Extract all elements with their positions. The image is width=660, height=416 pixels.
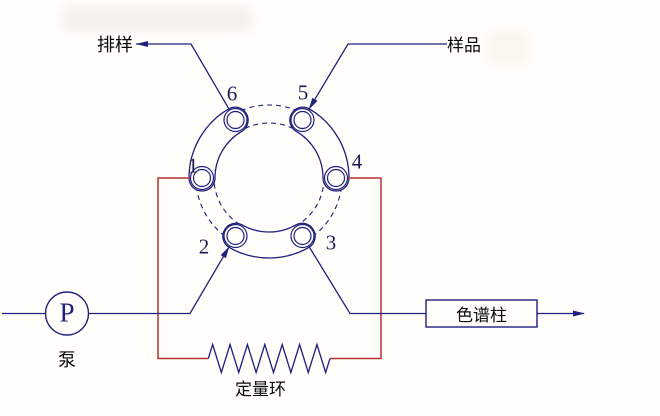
loop-label: 定量环 <box>235 380 286 399</box>
pump-symbol: P <box>59 297 75 328</box>
port-2-number: 2 <box>198 234 210 259</box>
port-4 <box>323 165 349 191</box>
sample-label: 样品 <box>447 36 481 55</box>
column-inlet-line <box>308 245 426 315</box>
port-4-number: 4 <box>351 149 363 174</box>
port-5 <box>290 107 315 133</box>
port-1-number: 1 <box>187 153 199 178</box>
pump-outlet-line <box>88 245 230 315</box>
sample-loop-zigzag <box>207 342 331 375</box>
port-5-number: 5 <box>297 80 309 105</box>
sample-arrowhead-icon <box>308 97 318 110</box>
port-3 <box>290 223 315 249</box>
column-label: 色谱柱 <box>456 306 507 325</box>
pump-arrowhead-icon <box>220 246 230 259</box>
port-2 <box>223 223 248 249</box>
pump-circle <box>44 291 90 336</box>
waste-label: 排样 <box>97 35 133 55</box>
port-6-number: 6 <box>226 81 238 106</box>
waste-line <box>136 43 230 111</box>
loop-tubing-right <box>330 177 382 360</box>
loop-tubing-left <box>157 177 209 360</box>
port-1 <box>189 165 215 191</box>
outlet-arrowhead-icon <box>573 310 585 317</box>
port-3-number: 3 <box>325 230 337 255</box>
port-6 <box>223 107 248 133</box>
pump-label: 泵 <box>58 350 76 370</box>
sample-line <box>308 43 447 111</box>
waste-arrowhead-icon <box>136 41 148 47</box>
column-box <box>425 299 538 328</box>
